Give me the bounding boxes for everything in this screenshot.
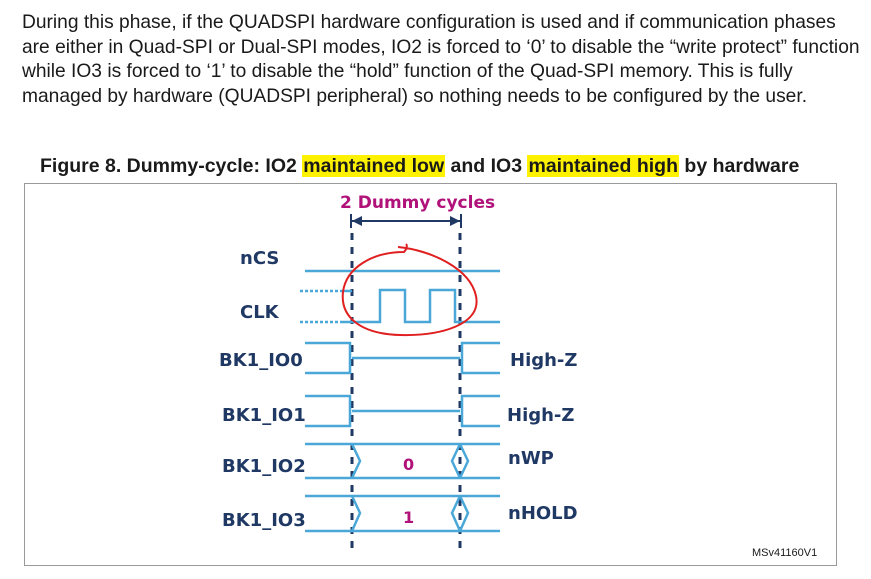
red-circle-annotation — [341, 243, 478, 337]
signal-label-io0: BK1_IO0 — [219, 350, 303, 371]
caption-text-2: and IO3 — [445, 155, 528, 177]
waveform-io0 — [305, 341, 500, 375]
signal-label-io2: BK1_IO2 — [222, 456, 306, 477]
waveform-io1 — [305, 394, 500, 428]
caption-text-3: by hardware — [679, 155, 800, 177]
waveform-io2 — [305, 442, 500, 480]
caption-highlight-high: maintained high — [527, 155, 679, 177]
caption-text-1: Figure 8. Dummy-cycle: IO2 — [40, 155, 303, 177]
dummy-cycles-arrow — [350, 214, 462, 228]
state-label-io1: High-Z — [507, 405, 574, 426]
value-label-io2: 0 — [403, 455, 414, 474]
figure-reference: MSv41160V1 — [752, 547, 817, 559]
signal-label-ncs: nCS — [240, 248, 279, 269]
figure-caption: Figure 8. Dummy-cycle: IO2 maintained lo… — [40, 155, 860, 178]
state-label-io2: nWP — [508, 448, 554, 469]
waveform-io3 — [305, 494, 500, 533]
state-label-io3: nHOLD — [508, 503, 578, 524]
state-label-io0: High-Z — [510, 350, 577, 371]
dummy-cycles-label: 2 Dummy cycles — [340, 193, 495, 213]
caption-highlight-low: maintained low — [302, 155, 446, 177]
value-label-io3: 1 — [403, 508, 414, 527]
waveform-clk — [300, 288, 500, 324]
signal-label-io1: BK1_IO1 — [222, 405, 306, 426]
signal-label-io3: BK1_IO3 — [222, 510, 306, 531]
body-paragraph: During this phase, if the QUADSPI hardwa… — [22, 12, 860, 107]
signal-label-clk: CLK — [240, 302, 280, 323]
timing-diagram-frame — [24, 183, 837, 566]
